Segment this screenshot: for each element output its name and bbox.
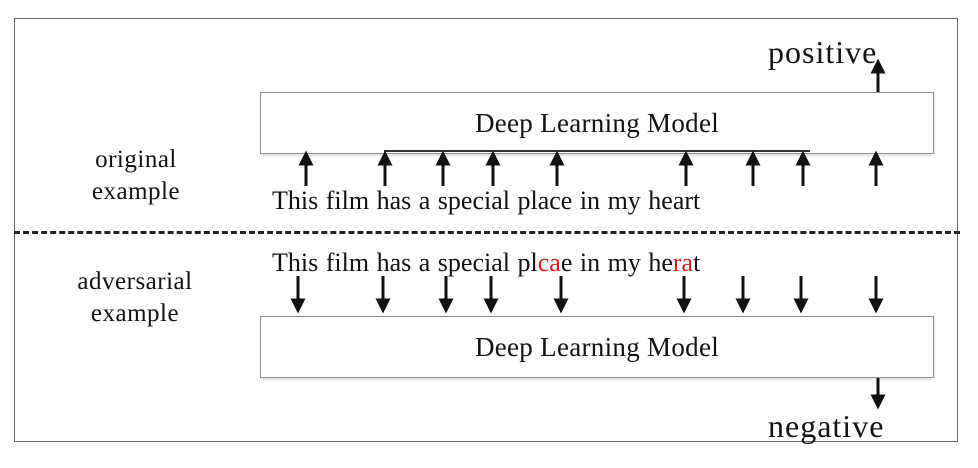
adversarial-sentence-word: a [418, 248, 431, 277]
word-fragment: e [560, 248, 573, 277]
word-fragment: t [693, 248, 701, 277]
adversarial-sentence-word: plcae [517, 248, 572, 277]
label-adversarial-line2: example [90, 300, 180, 327]
original-sentence-word: special [437, 186, 510, 215]
output-positive: positive [768, 34, 878, 70]
adversarial-sentence-word: film [325, 248, 370, 277]
adversarial-sentence-word: special [437, 248, 510, 277]
adversarial-sentence: This film has a special plcae in my hera… [272, 248, 700, 278]
label-adversarial-example: adversarial example [40, 266, 230, 330]
label-adversarial-line1: adversarial [77, 268, 193, 295]
model-box-adversarial: Deep Learning Model [260, 316, 934, 378]
output-negative: negative [768, 408, 885, 444]
adversarial-sentence-word: This [272, 248, 319, 277]
adversarial-sentence-word: in [579, 248, 601, 277]
word-fragment: pl [517, 248, 538, 277]
adversarial-sentence-word: my [607, 248, 641, 277]
model-box-original-label: Deep Learning Model [474, 107, 720, 138]
perturbed-characters: ra [672, 248, 694, 277]
model-box-adversarial-label: Deep Learning Model [474, 331, 720, 362]
original-sentence-word: in [579, 186, 601, 215]
model-input-connector [384, 150, 810, 152]
original-sentence: This film has a special place in my hear… [272, 186, 700, 216]
original-sentence-word: place [517, 186, 573, 215]
original-sentence-word: my [607, 186, 641, 215]
original-sentence-word: a [418, 186, 431, 215]
original-sentence-word: film [325, 186, 370, 215]
diagram-frame [14, 18, 958, 442]
original-sentence-word: has [376, 186, 412, 215]
perturbed-characters: ca [537, 248, 561, 277]
label-original-line1: original [95, 146, 177, 173]
label-original-line2: example [91, 178, 181, 205]
original-sentence-word: This [272, 186, 319, 215]
adversarial-sentence-word: has [376, 248, 412, 277]
adversarial-sentence-word: herat [648, 248, 700, 277]
section-divider [14, 231, 960, 234]
word-fragment: he [648, 248, 673, 277]
original-sentence-word: heart [648, 186, 701, 215]
model-box-original: Deep Learning Model [260, 92, 934, 154]
label-original-example: original example [56, 144, 216, 208]
